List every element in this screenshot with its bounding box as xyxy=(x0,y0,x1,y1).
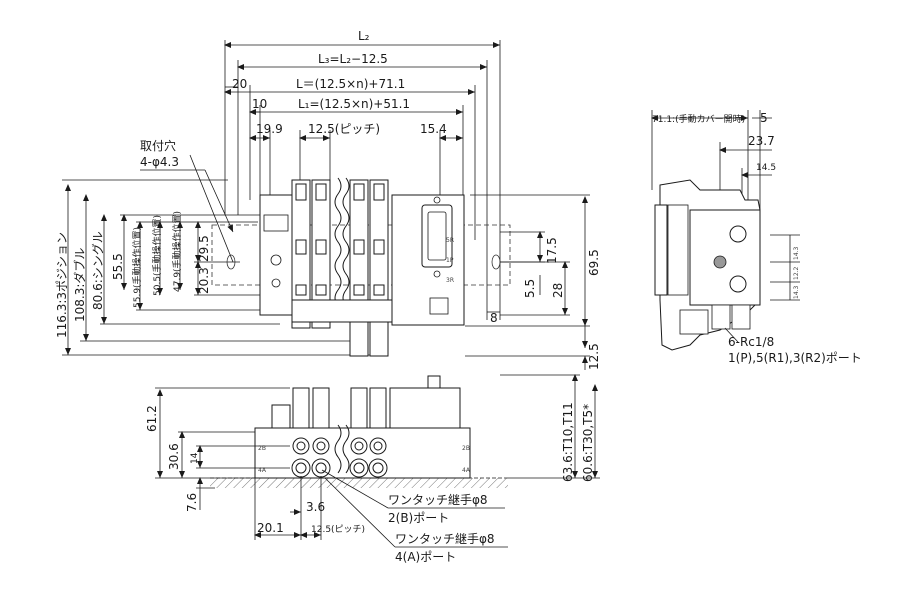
dim-60-6: 60.6:T30,T5* xyxy=(581,404,595,482)
dim-61-2: 61.2 xyxy=(145,405,159,432)
dim-12-2: 12.2 xyxy=(793,266,800,280)
dim-bottom-pitch: 12.5(ピッチ) xyxy=(311,524,365,535)
dim-14-3-a: 14.3 xyxy=(793,246,800,260)
top-dimension-lines xyxy=(224,40,501,320)
manifold-top-view: 5R 1P 3R xyxy=(211,177,511,357)
port-spec: 6-Rc1/8 xyxy=(728,335,774,349)
dim-12-5: 12.5 xyxy=(587,343,601,370)
dim-l: L＝(12.5×n)+71.1 xyxy=(296,77,405,91)
dim-17-5: 17.5 xyxy=(545,237,559,264)
dim-63-6: 63.6:T10,T11 xyxy=(561,402,575,482)
dim-l1: L₁=(12.5×n)+51.1 xyxy=(298,97,410,111)
dim-28: 28 xyxy=(551,283,565,298)
dim-3-6: 3.6 xyxy=(306,500,325,514)
bottom-dimension-lines xyxy=(155,374,600,548)
mount-hole-label: 取付穴 xyxy=(140,138,176,153)
right-dimension-lines xyxy=(465,194,590,370)
dim-7-6: 7.6 xyxy=(185,493,199,512)
dim-55-9: 55.9(手動操作位置) xyxy=(131,227,143,308)
dim-l3: L₃=L₂−12.5 xyxy=(318,52,388,66)
dim-14-5: 14.5 xyxy=(756,163,776,173)
dim-5-5: 5.5 xyxy=(523,279,537,298)
dim-50-5: 50.5(手動操作位置) xyxy=(151,215,163,296)
mark-4a-right: 4A xyxy=(462,467,471,474)
mount-hole-spec: 4-φ4.3 xyxy=(140,155,179,169)
callout-a-fitting: ワンタッチ継手φ8 xyxy=(395,531,495,546)
d-sub-connector xyxy=(421,204,453,268)
one-touch-fittings xyxy=(291,437,388,478)
left-dimension-lines xyxy=(62,179,370,356)
mark-5r: 5R xyxy=(446,237,454,244)
mark-2b-left: 2B xyxy=(258,445,266,452)
dim-55-5: 55.5 xyxy=(111,253,125,280)
dim-23-7: 23.7 xyxy=(748,134,775,148)
dim-19-9: 19.9 xyxy=(256,122,283,136)
front-view: 2B 4A 2B 4A xyxy=(210,375,508,488)
dim-47-9: 47.9(手動操作位置) xyxy=(171,211,183,292)
dim-80-6: 80.6:シングル xyxy=(91,231,105,310)
mark-4a-left: 4A xyxy=(258,467,267,474)
mark-1p: 1P xyxy=(446,257,454,264)
bottom-dimension-texts: 61.2 30.6 14 7.6 3.6 20.1 12.5(ピッチ) 63.6… xyxy=(145,402,595,564)
mark-3r: 3R xyxy=(446,277,454,284)
port-desc: 1(P),5(R1),3(R2)ポート xyxy=(728,351,862,365)
dim-29-5: 29.5 xyxy=(197,235,211,262)
dim-116-3: 116.3:3ポジション xyxy=(55,232,69,338)
right-dimension-texts: 17.5 69.5 28 5.5 8 12.5 xyxy=(490,237,601,370)
mount-hole-callout: 取付穴 4-φ4.3 xyxy=(140,138,234,263)
dim-108-3: 108.3:ダブル xyxy=(72,248,87,322)
callout-b-fitting: ワンタッチ継手φ8 xyxy=(388,492,488,507)
dim-l2: L₂ xyxy=(358,29,370,43)
dim-pitch: 12.5(ピッチ) xyxy=(308,122,380,136)
dim-8: 8 xyxy=(490,311,498,325)
dim-20: 20 xyxy=(232,77,247,91)
dim-15-4: 15.4 xyxy=(420,122,447,136)
dim-10: 10 xyxy=(252,97,267,111)
side-view-texts: 71.1:(手動カバー開時) 5 23.7 14.5 14.3 12.2 14.… xyxy=(652,111,862,365)
dim-14: 14 xyxy=(190,452,200,464)
mark-2b-right: 2B xyxy=(462,445,470,452)
dim-71-1: 71.1:(手動カバー開時) xyxy=(652,113,745,125)
valve-stack xyxy=(291,179,389,357)
top-dimension-texts: L₂ L₃=L₂−12.5 20 L＝(12.5×n)+71.1 10 L₁=(… xyxy=(232,29,447,136)
dim-30-6: 30.6 xyxy=(167,443,181,470)
side-view xyxy=(651,110,800,351)
dim-20-1: 20.1 xyxy=(257,521,284,535)
dim-14-3-b: 14.3 xyxy=(793,285,800,299)
callout-a-port: 4(A)ポート xyxy=(395,550,456,564)
dim-5: 5 xyxy=(760,111,768,125)
callout-b-port: 2(B)ポート xyxy=(388,511,449,525)
left-dimension-texts: 116.3:3ポジション 108.3:ダブル 80.6:シングル 55.5 55… xyxy=(55,211,211,338)
dim-20-3: 20.3 xyxy=(197,267,211,294)
dim-69-5: 69.5 xyxy=(587,249,601,276)
